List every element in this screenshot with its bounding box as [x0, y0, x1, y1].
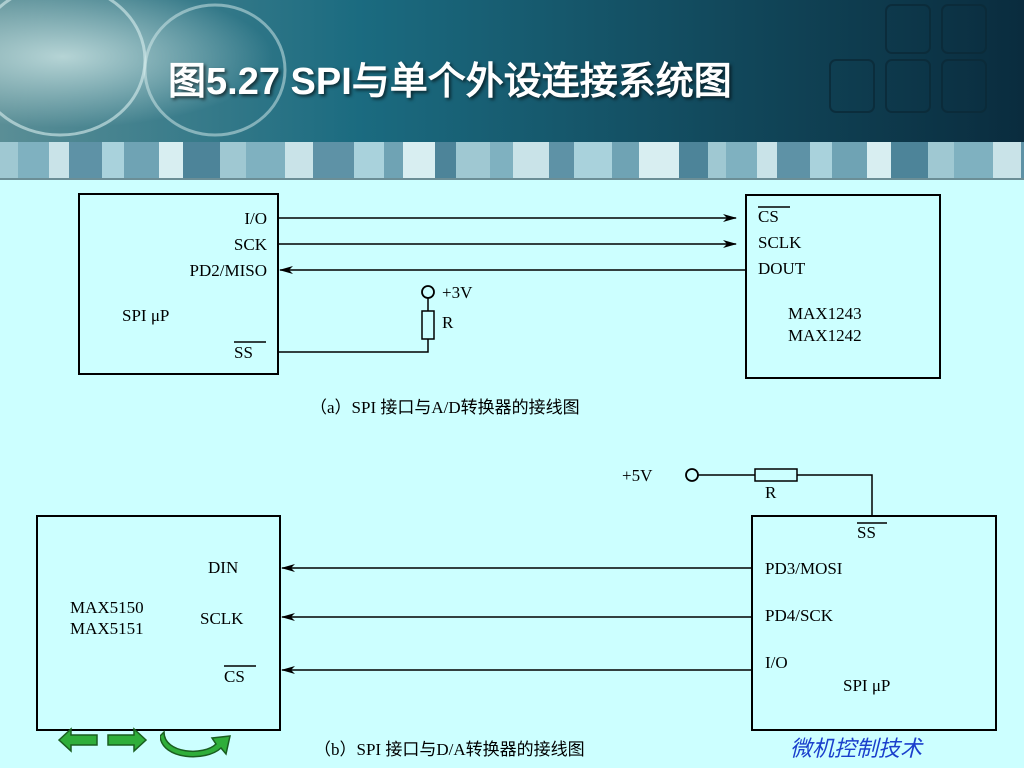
- diagram-b: +5V R MAX5150 MAX5151 DIN SCLK CS SS PD3…: [36, 466, 997, 759]
- resistor-label-a: R: [442, 313, 454, 332]
- pin-label-mosi-b: PD3/MOSI: [765, 559, 843, 578]
- return-icon[interactable]: [160, 728, 232, 758]
- pin-label-sclk-a: SCLK: [758, 233, 802, 252]
- arrow-left-icon[interactable]: [58, 727, 98, 753]
- pullup-resistor-a: [278, 285, 435, 353]
- pin-label-cs-b: CS: [224, 667, 245, 686]
- pin-label-ss-a: SS: [234, 343, 253, 362]
- chip-name-max5150: MAX5150: [70, 598, 144, 617]
- footer-course-title: 微机控制技术: [790, 736, 923, 761]
- max1243-block: [745, 194, 941, 379]
- chip-name-max1242: MAX1242: [788, 326, 862, 345]
- pullup-resistor-b: [685, 468, 873, 516]
- pin-label-sck-a: SCK: [234, 235, 268, 254]
- diagram-a: I/O SCK PD2/MISO SPI μP SS CS SCLK DOUT …: [78, 193, 941, 417]
- chip-name-max1243: MAX1243: [788, 304, 862, 323]
- pin-label-sclk-b: SCLK: [200, 609, 244, 628]
- pin-label-io-a: I/O: [244, 209, 267, 228]
- arrow-right-icon[interactable]: [107, 727, 147, 753]
- supply-label-5v: +5V: [622, 466, 653, 485]
- spi-connection-diagram: I/O SCK PD2/MISO SPI μP SS CS SCLK DOUT …: [36, 193, 997, 759]
- resistor-label-b: R: [765, 483, 777, 502]
- pin-label-miso-a: PD2/MISO: [190, 261, 267, 280]
- pin-label-dout-a: DOUT: [758, 259, 806, 278]
- pin-label-io-b: I/O: [765, 653, 788, 672]
- block-label-spi-up-a: SPI μP: [122, 306, 169, 325]
- caption-b: （b）SPI 接口与D/A转换器的接线图: [314, 740, 585, 759]
- block-label-spi-up-b: SPI μP: [843, 676, 890, 695]
- spi-up-block-b: [751, 515, 997, 731]
- pin-label-sck-b: PD4/SCK: [765, 606, 834, 625]
- max5150-block: [36, 515, 281, 731]
- pin-label-cs-a: CS: [758, 207, 779, 226]
- supply-label-3v: +3V: [442, 283, 473, 302]
- pin-label-ss-b: SS: [857, 523, 876, 542]
- chip-name-max5151: MAX5151: [70, 619, 144, 638]
- caption-a: （a）SPI 接口与A/D转换器的接线图: [310, 398, 580, 417]
- pin-label-din-b: DIN: [208, 558, 238, 577]
- slide-title: 图5.27 SPI与单个外设连接系统图: [168, 61, 732, 103]
- header-banner: [0, 0, 1024, 180]
- spi-up-block-a: [78, 193, 279, 375]
